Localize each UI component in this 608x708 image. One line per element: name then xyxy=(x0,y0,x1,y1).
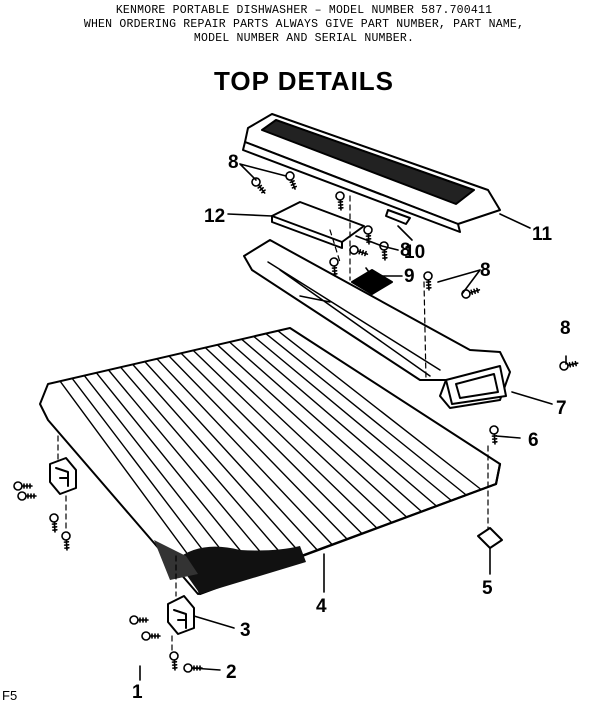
corner-pad xyxy=(477,527,503,549)
callout-10: 10 xyxy=(404,242,425,263)
page-code: F5 xyxy=(2,688,18,703)
screw xyxy=(489,425,499,445)
clip-part xyxy=(385,209,411,225)
screw xyxy=(335,191,345,211)
page-title: TOP DETAILS xyxy=(213,66,395,96)
callout-8: 8 xyxy=(228,152,239,173)
screw xyxy=(379,241,389,261)
screw-set xyxy=(13,171,579,673)
plank-line xyxy=(204,346,393,524)
plank-line xyxy=(95,372,259,573)
top-cover-trim xyxy=(242,113,501,233)
callout-11: 11 xyxy=(532,224,553,245)
callout-3: 3 xyxy=(240,620,251,641)
plank-line xyxy=(144,360,318,551)
plank-line xyxy=(265,332,467,496)
callout-5: 5 xyxy=(482,578,493,599)
screw xyxy=(329,257,339,277)
callout-4: 4 xyxy=(316,596,327,617)
alignment-lines xyxy=(57,195,489,653)
callout-2: 2 xyxy=(226,662,237,683)
screw xyxy=(349,245,369,257)
plank-line xyxy=(119,366,289,562)
header-line-1: KENMORE PORTABLE DISHWASHER – MODEL NUMB… xyxy=(115,4,493,17)
plank-line xyxy=(83,374,244,579)
plank-line xyxy=(252,335,452,502)
screw xyxy=(61,531,71,551)
screw xyxy=(129,615,149,625)
screw xyxy=(49,513,59,533)
plank-line xyxy=(192,349,378,529)
screw xyxy=(141,631,161,641)
worktop-board xyxy=(39,327,502,596)
callout-12: 12 xyxy=(204,206,225,227)
handle-rail xyxy=(243,239,511,409)
lower-corner-bracket xyxy=(167,595,195,635)
plank-line xyxy=(131,363,303,557)
callout-6: 6 xyxy=(528,430,539,451)
plank-line xyxy=(228,341,423,513)
screw xyxy=(169,651,179,671)
plank-line xyxy=(107,369,274,568)
screw xyxy=(559,360,579,371)
screw xyxy=(17,491,37,501)
callout-8: 8 xyxy=(400,240,411,261)
plank-line xyxy=(277,330,482,491)
plank-line xyxy=(180,352,363,535)
plank-line xyxy=(240,338,438,507)
plank-line xyxy=(216,344,408,518)
bracket-plate xyxy=(271,201,365,249)
header-line-2: WHEN ORDERING REPAIR PARTS ALWAYS GIVE P… xyxy=(83,18,525,31)
screw xyxy=(251,177,266,194)
callout-1: 1 xyxy=(132,682,143,703)
header-line-3: MODEL NUMBER AND SERIAL NUMBER. xyxy=(193,32,415,45)
left-corner-bracket xyxy=(49,457,77,495)
screw xyxy=(285,171,298,190)
plank-line xyxy=(156,358,333,546)
callout-9: 9 xyxy=(404,266,415,287)
screw xyxy=(13,481,33,491)
leader-lines xyxy=(139,163,567,681)
screw xyxy=(423,271,433,291)
callout-8: 8 xyxy=(560,318,571,339)
screw xyxy=(363,225,373,245)
plank-line xyxy=(168,355,348,540)
callout-8: 8 xyxy=(480,260,491,281)
callout-7: 7 xyxy=(556,398,567,419)
